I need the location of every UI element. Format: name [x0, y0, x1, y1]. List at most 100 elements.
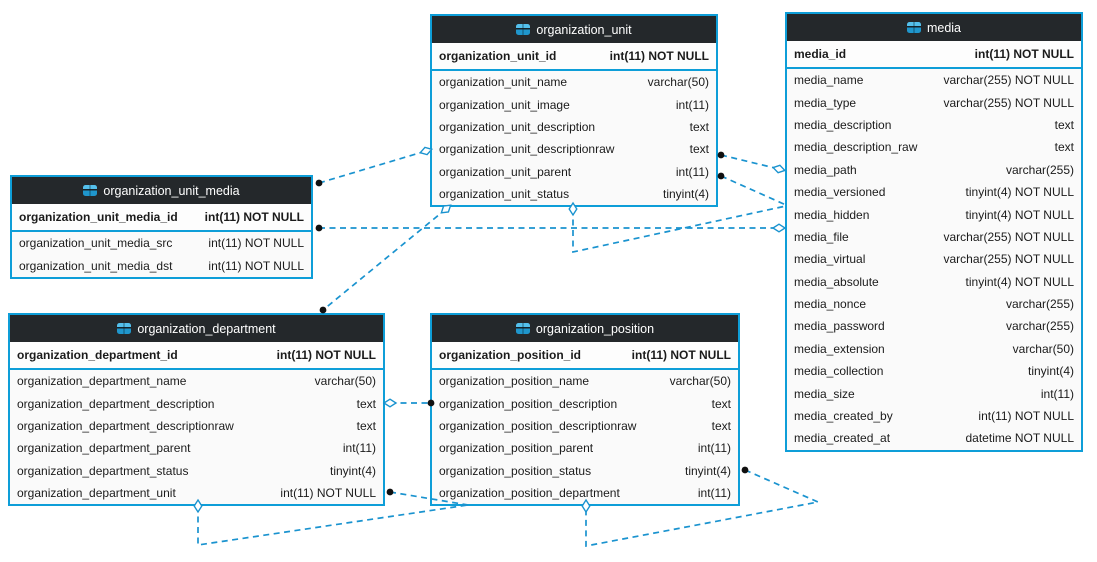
table-grid-icon [516, 24, 531, 35]
relationship-line[interactable] [318, 150, 427, 184]
column-type: int(11) NOT NULL [609, 49, 709, 63]
relationship-unit_media-to-unit[interactable] [315, 146, 434, 187]
table-header-organization_unit[interactable]: organization_unit [432, 16, 716, 43]
table-grid-icon [83, 185, 98, 196]
column-type: int(11) NOT NULL [280, 486, 376, 501]
relationship-unit-to-media-path[interactable] [717, 151, 787, 175]
column-name: organization_position_department [439, 486, 620, 501]
column-type: datetime NOT NULL [965, 431, 1075, 446]
column-row[interactable]: organization_unit_media_src int(11) NOT N… [12, 232, 311, 254]
column-name: organization_unit_media_src [19, 236, 173, 251]
column-type: text [356, 396, 376, 411]
column-type: int(11) NOT NULL [276, 348, 376, 362]
relationship-department-bottom-loop[interactable] [193, 498, 469, 546]
column-type: varchar(50) [1012, 341, 1074, 356]
column-name: organization_department_description [17, 396, 215, 411]
column-name: organization_unit_id [439, 49, 557, 63]
table-header-organization_department[interactable]: organization_department [10, 315, 383, 342]
table-title: organization_unit_media [103, 183, 240, 198]
column-row[interactable]: organization_department_descriptionraw te… [10, 415, 383, 437]
relationship-unit-to-department[interactable] [319, 202, 453, 314]
column-type: int(11) NOT NULL [208, 236, 304, 251]
table-header-media[interactable]: media [787, 14, 1081, 41]
column-type: int(11) NOT NULL [631, 348, 731, 362]
column-name: organization_position_description [439, 396, 618, 411]
table-title: organization_position [535, 321, 655, 336]
column-row[interactable]: organization_unit_media_dst int(11) NOT N… [12, 254, 311, 276]
anchor-diamond [771, 164, 787, 174]
table-organization_position[interactable]: organization_position organization_positi… [430, 313, 740, 507]
relationship-line[interactable] [197, 504, 469, 546]
column-name: media_file [794, 229, 849, 244]
column-type: text [689, 142, 709, 157]
column-type: tinyint(4) NOT NULL [965, 185, 1074, 200]
table-organization_unit_media[interactable]: organization_unit_media organization_unit… [10, 175, 313, 279]
relationship-unit_media-to-media[interactable] [315, 223, 787, 233]
column-row[interactable]: organization_department_description text [10, 392, 383, 414]
relationship-unit-to-media-junction[interactable] [717, 172, 787, 206]
column-type: varchar(255) [1005, 162, 1074, 177]
relationship-line[interactable] [720, 175, 787, 206]
primary-key-row[interactable]: organization_unit_id int(11) NOT NULL [432, 43, 716, 71]
table-title: media [926, 20, 962, 35]
column-type: text [356, 418, 376, 433]
column-type: text [1054, 140, 1074, 155]
table-header-organization_unit_media[interactable]: organization_unit_media [12, 177, 311, 204]
column-name: organization_unit_media_dst [19, 258, 173, 273]
column-type: int(11) NOT NULL [208, 258, 304, 273]
relationship-line[interactable] [322, 208, 447, 311]
column-type: varchar(50) [669, 374, 731, 389]
column-name: media_virtual [794, 252, 866, 267]
column-name: organization_department_descriptionraw [17, 418, 234, 433]
table-header-organization_position[interactable]: organization_position [432, 315, 738, 342]
column-type: int(11) [675, 164, 709, 179]
column-name: organization_unit_description [439, 119, 596, 134]
relationship-unit-loop-to-media[interactable] [568, 201, 787, 254]
relationship-line[interactable] [572, 205, 787, 254]
anchor-dot [386, 488, 394, 496]
relationship-department-to-position[interactable] [382, 398, 435, 408]
relationship-line[interactable] [720, 154, 780, 170]
column-type: int(11) [697, 441, 731, 456]
